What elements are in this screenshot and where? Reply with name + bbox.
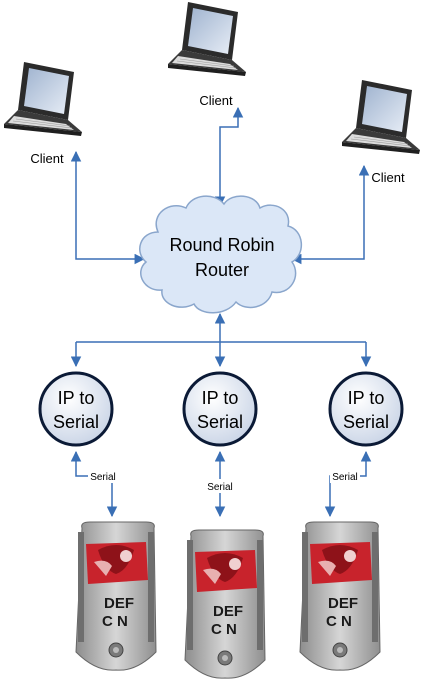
badge-1: DEF C N bbox=[75, 521, 157, 671]
connector-router-client-left bbox=[70, 150, 146, 265]
serial-labels: Serial Serial Serial bbox=[88, 469, 360, 493]
ip-serial-node-1: IP to Serial bbox=[38, 371, 114, 447]
router-label-line1: Round Robin bbox=[169, 235, 274, 255]
router-label-line2: Router bbox=[195, 260, 249, 280]
node-label-line2: Serial bbox=[197, 412, 243, 432]
node-label-line2: Serial bbox=[343, 412, 389, 432]
node-label-line1: IP to bbox=[348, 388, 385, 408]
client-center: Client bbox=[167, 1, 247, 108]
node-label-line2: Serial bbox=[53, 412, 99, 432]
client-label: Client bbox=[199, 93, 233, 108]
connector-router-client-center bbox=[214, 106, 244, 208]
laptop-icon bbox=[341, 79, 421, 155]
ip-serial-node-3: IP to Serial bbox=[328, 371, 404, 447]
connector-serial-3 bbox=[324, 450, 372, 518]
serial-label-1: Serial bbox=[90, 472, 116, 483]
badge-text-top: DEF bbox=[328, 595, 358, 612]
badge-text-bottom: C N bbox=[211, 621, 237, 638]
router: Round Robin Router bbox=[139, 195, 302, 314]
badge-3: DEF C N bbox=[299, 521, 381, 671]
node-label-line1: IP to bbox=[202, 388, 239, 408]
cloud-icon bbox=[139, 195, 302, 314]
ip-serial-node-2: IP to Serial bbox=[182, 371, 258, 447]
badge-text-bottom: C N bbox=[102, 613, 128, 630]
client-right: Client bbox=[341, 79, 421, 185]
laptop-icon bbox=[167, 1, 247, 77]
serial-label-3: Serial bbox=[332, 472, 358, 483]
node-label-line1: IP to bbox=[58, 388, 95, 408]
badge-text-top: DEF bbox=[213, 603, 243, 620]
client-label: Client bbox=[30, 151, 64, 166]
badge-text-top: DEF bbox=[104, 595, 134, 612]
connector-router-client-right bbox=[290, 164, 370, 265]
badge-2: DEF C N bbox=[184, 529, 266, 679]
laptop-icon bbox=[3, 61, 83, 137]
connector-serial-1 bbox=[70, 450, 118, 518]
client-left: Client bbox=[3, 61, 83, 166]
badge-text-bottom: C N bbox=[326, 613, 352, 630]
client-label: Client bbox=[371, 170, 405, 185]
serial-label-2: Serial bbox=[207, 482, 233, 493]
